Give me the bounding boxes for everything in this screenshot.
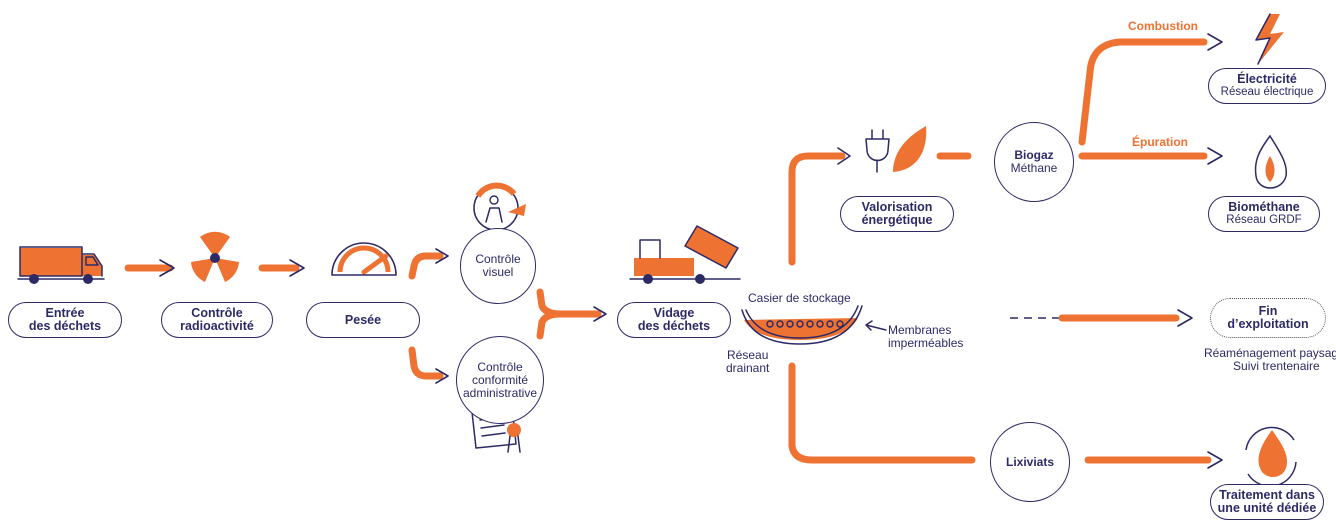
electricite-sub: Réseau électrique [1220,86,1314,98]
step-visuel-line2: visuel [482,265,514,279]
traitement-line2: une unité dédiée [1217,501,1317,515]
reseau-line2: drainant [726,361,770,375]
step-entree-line2: des déchets [28,319,102,333]
fin-note: Réaménagement paysager Suivi trentenaire [1204,347,1336,373]
biogaz-sub: Méthane [1010,161,1058,175]
traitement-line1: Traitement dans [1219,488,1315,502]
output-traitement: Traitement dans une unité dédiée [1210,484,1324,520]
step-vidage-line2: des déchets [637,319,711,333]
step-valorisation-energetique: Valorisation énergétique [840,196,954,232]
step-pesee: Pesée [306,302,420,338]
gauge-icon [331,242,397,276]
step-entree-line1: Entrée [45,306,85,320]
output-biomethane: Biométhane Réseau GRDF [1208,196,1320,232]
branch-epuration: Épuration [1132,135,1188,149]
reseau-line1: Réseau [727,348,769,362]
flow-lines [124,33,1223,469]
step-controle-visuel: Contrôle visuel [460,228,536,304]
step-vidage-line1: Vidage [653,306,695,320]
fin-line1: Fin [1258,304,1278,318]
node-lixiviats: Lixiviats [990,422,1070,502]
plug-leaf-icon [865,126,927,173]
fin-note-line1: Réaménagement paysager [1204,346,1336,360]
output-fin-exploitation: Fin d’exploitation [1210,298,1326,338]
storage-cell [741,305,887,345]
fin-line2: d’exploitation [1227,317,1309,331]
step-vidage-dechets: Vidage des déchets [617,302,731,338]
branch-combustion: Combustion [1128,19,1198,33]
step-controle-radioactivite: Contrôle radioactivité [161,302,273,338]
radioactivity-icon [191,231,239,282]
membranes-label: Membranes imperméables [888,324,963,350]
fin-note-line2: Suivi trentenaire [1233,359,1320,373]
step-valorisation-line1: Valorisation [861,200,933,214]
visual-check-icon [473,182,526,231]
flame-icon [1254,134,1288,189]
step-radio-line1: Contrôle [191,306,243,320]
casier-label: Casier de stockage [748,291,851,305]
step-admin-line1: Contrôle [477,359,523,374]
biogaz-title: Biogaz [1014,148,1054,162]
electricite-title: Électricité [1237,72,1297,86]
biomethane-sub: Réseau GRDF [1226,214,1302,226]
truck-icon [17,246,105,284]
node-biogaz: Biogaz Méthane [994,122,1074,202]
step-admin-line2: conformité [471,372,529,387]
biomethane-title: Biométhane [1228,200,1300,214]
step-radio-line2: radioactivité [180,319,254,333]
membranes-line2: imperméables [888,336,964,350]
reseau-drainant-label: Réseau drainant [726,349,769,375]
step-admin-line3: administrative [462,385,538,400]
lightning-icon [1255,13,1284,65]
lixiviats-title: Lixiviats [1005,454,1055,469]
dump-truck-icon [629,225,741,284]
recycle-flame-icon [1245,426,1297,487]
step-entree-dechets: Entrée des déchets [8,302,122,338]
step-valorisation-line2: énergétique [861,213,933,227]
step-pesee-label: Pesée [344,312,382,327]
step-visuel-line1: Contrôle [475,252,521,266]
step-controle-administratif: Contrôle conformité administrative [456,336,544,424]
output-electricite: Électricité Réseau électrique [1208,68,1326,104]
membranes-line1: Membranes [888,323,952,337]
